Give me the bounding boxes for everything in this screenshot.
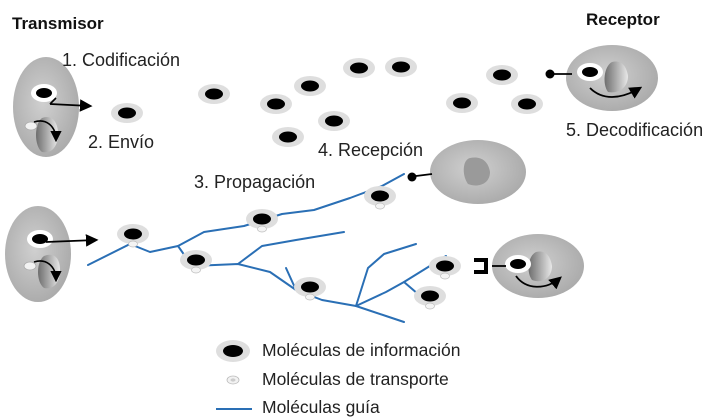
information-molecule xyxy=(446,93,478,113)
step-encoding-label: 1. Codificación xyxy=(62,50,181,70)
legend-guide-molecules-label: Moléculas guía xyxy=(262,397,380,417)
step-propagation-label: 3. Propagación xyxy=(194,172,316,192)
transmitter-header: Transmisor xyxy=(12,14,104,33)
information-molecule xyxy=(343,58,375,78)
free-information-molecules xyxy=(111,57,543,147)
legend-transport-molecules-label: Moléculas de transporte xyxy=(262,369,449,389)
transported-molecule xyxy=(117,224,149,248)
information-molecule xyxy=(294,76,326,96)
step-decoding-label: 5. Decodificación xyxy=(566,120,704,140)
receiver-cell-middle xyxy=(407,140,526,204)
information-molecule xyxy=(486,65,518,85)
information-molecule xyxy=(111,103,143,123)
receiver-cell-top xyxy=(545,45,658,111)
transported-molecule xyxy=(429,256,461,280)
transported-molecule xyxy=(414,286,446,310)
information-molecule xyxy=(511,94,543,114)
transported-molecule xyxy=(180,250,212,274)
information-molecule xyxy=(198,84,230,104)
transmitter-cell-top xyxy=(13,57,93,157)
transmitter-cell-bottom xyxy=(5,206,99,302)
information-molecule xyxy=(385,57,417,77)
legend-symbols xyxy=(216,340,252,410)
receiver-header: Receptor xyxy=(586,10,660,29)
legend-information-molecule-icon xyxy=(216,340,250,362)
step-reception-label: 4. Recepción xyxy=(318,140,424,160)
step-sending-label: 2. Envío xyxy=(88,132,155,152)
transported-molecule xyxy=(364,186,396,210)
transported-information-molecules xyxy=(117,186,461,310)
transported-molecule xyxy=(294,277,326,301)
transported-molecule xyxy=(246,209,278,233)
information-molecule xyxy=(272,127,304,147)
receiver-cell-bottom xyxy=(474,234,584,298)
guide-molecule-network xyxy=(87,173,447,323)
legend-information-molecules-label: Moléculas de información xyxy=(262,340,461,360)
legend-transport-molecule-icon xyxy=(226,375,240,385)
information-molecule xyxy=(260,94,292,114)
information-molecule xyxy=(318,111,350,131)
